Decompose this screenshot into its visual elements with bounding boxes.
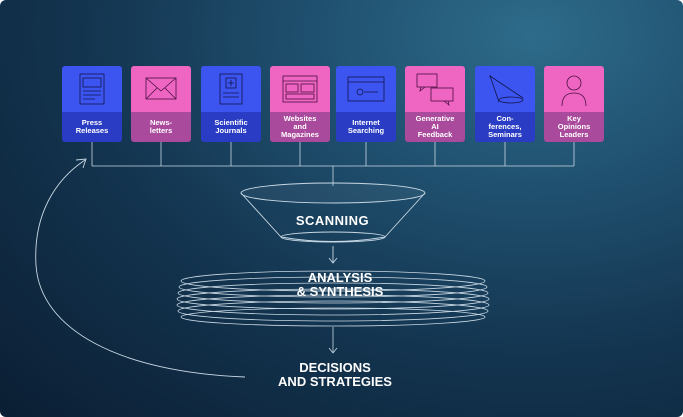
source-tile-websites-magazines: Websites and Magazines: [270, 66, 330, 142]
envelope-icon: [145, 77, 177, 100]
source-label: Con- ferences, Seminars: [475, 112, 535, 142]
source-label: Scientific Journals: [201, 112, 261, 142]
person-icon: [561, 75, 587, 107]
feedback-arrow: [35, 158, 246, 378]
search-window-icon: [347, 76, 385, 102]
scanning-funnel: [240, 182, 426, 264]
scanning-stage-label: SCANNING: [295, 213, 370, 228]
source-tile-internet-searching: Internet Searching: [336, 66, 396, 142]
analysis-synthesis-stage-label: ANALYSIS & SYNTHESIS: [296, 270, 384, 299]
synthesis-rings: [176, 270, 490, 354]
source-tile-scientific-journals: Scientific Journals: [201, 66, 261, 142]
document-icon: [79, 73, 105, 105]
website-icon: [282, 75, 318, 103]
source-tile-newsletters: News- letters: [131, 66, 191, 142]
source-connectors: [91, 142, 575, 186]
decisions-strategies-stage-label: DECISIONS AND STRATEGIES: [278, 360, 392, 389]
source-label: Press Releases: [62, 112, 122, 142]
source-tile-generative-ai: Generative AI Feedback: [405, 66, 465, 142]
chat-bubbles-icon: [416, 73, 454, 107]
projector-icon: [489, 75, 524, 104]
source-label: News- letters: [131, 112, 191, 142]
source-tile-conferences: Con- ferences, Seminars: [475, 66, 535, 142]
source-tile-press-releases: Press Releases: [62, 66, 122, 142]
source-label: Internet Searching: [336, 112, 396, 142]
source-label: Websites and Magazines: [270, 112, 330, 142]
source-label: Key Opinions Leaders: [544, 112, 604, 142]
source-label: Generative AI Feedback: [405, 112, 465, 142]
source-tile-key-opinion-leaders: Key Opinions Leaders: [544, 66, 604, 142]
journal-icon: [219, 73, 243, 105]
